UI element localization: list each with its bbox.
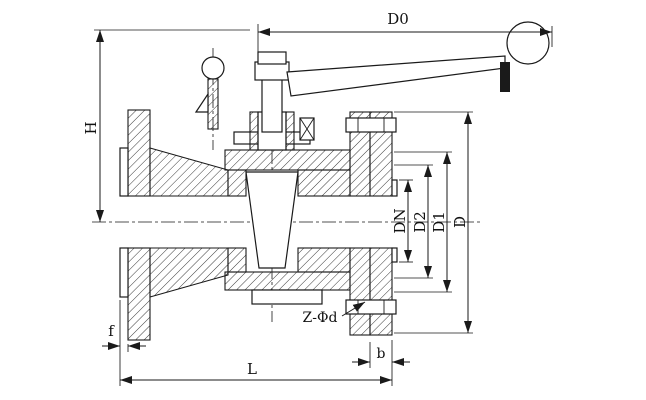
eye-bolt-lug <box>194 92 209 113</box>
label-f: f <box>108 322 115 340</box>
label-bolt-holes: Z-Φd <box>303 310 338 326</box>
dimension-lines <box>96 28 552 384</box>
handle-grip-bar <box>500 62 510 92</box>
handle <box>286 21 550 97</box>
raised-face-left-bottom <box>119 247 129 298</box>
bonnet-and-stem <box>233 51 311 151</box>
label-l: L <box>247 360 257 378</box>
gland-nut <box>299 117 315 141</box>
dimension-labels: D0 H DN D2 D1 D L f b Z-Φd <box>82 10 469 378</box>
raised-face-right-bottom <box>391 247 398 263</box>
raised-face-right-top <box>391 179 398 197</box>
label-dn: DN <box>391 208 409 233</box>
handle-grip-ball <box>506 21 550 65</box>
stem-cap <box>257 51 287 65</box>
body-inlet-cone <box>149 147 229 298</box>
flange-bolt-top <box>345 117 397 133</box>
bottom-cover <box>251 289 323 305</box>
label-d: D <box>451 216 469 228</box>
tapered-plug <box>245 171 299 269</box>
stem-head <box>254 61 290 81</box>
valve-body <box>224 149 351 305</box>
body-bottom-flange <box>224 271 351 291</box>
label-d0: D0 <box>387 10 409 28</box>
flange-bolt-bottom <box>345 299 397 315</box>
right-flange <box>345 111 398 336</box>
label-d2: D2 <box>411 211 429 233</box>
label-d1: D1 <box>430 211 448 233</box>
raised-face-left-top <box>119 147 129 197</box>
stem <box>261 77 283 133</box>
body-top-flange <box>224 149 351 171</box>
label-b: b <box>377 346 386 362</box>
handle-lever <box>286 55 506 97</box>
eye-bolt <box>194 56 225 130</box>
bolt-holes-leader <box>341 301 366 317</box>
eye-bolt-ring <box>201 56 225 80</box>
label-h: H <box>82 121 100 134</box>
left-flange <box>119 109 151 341</box>
